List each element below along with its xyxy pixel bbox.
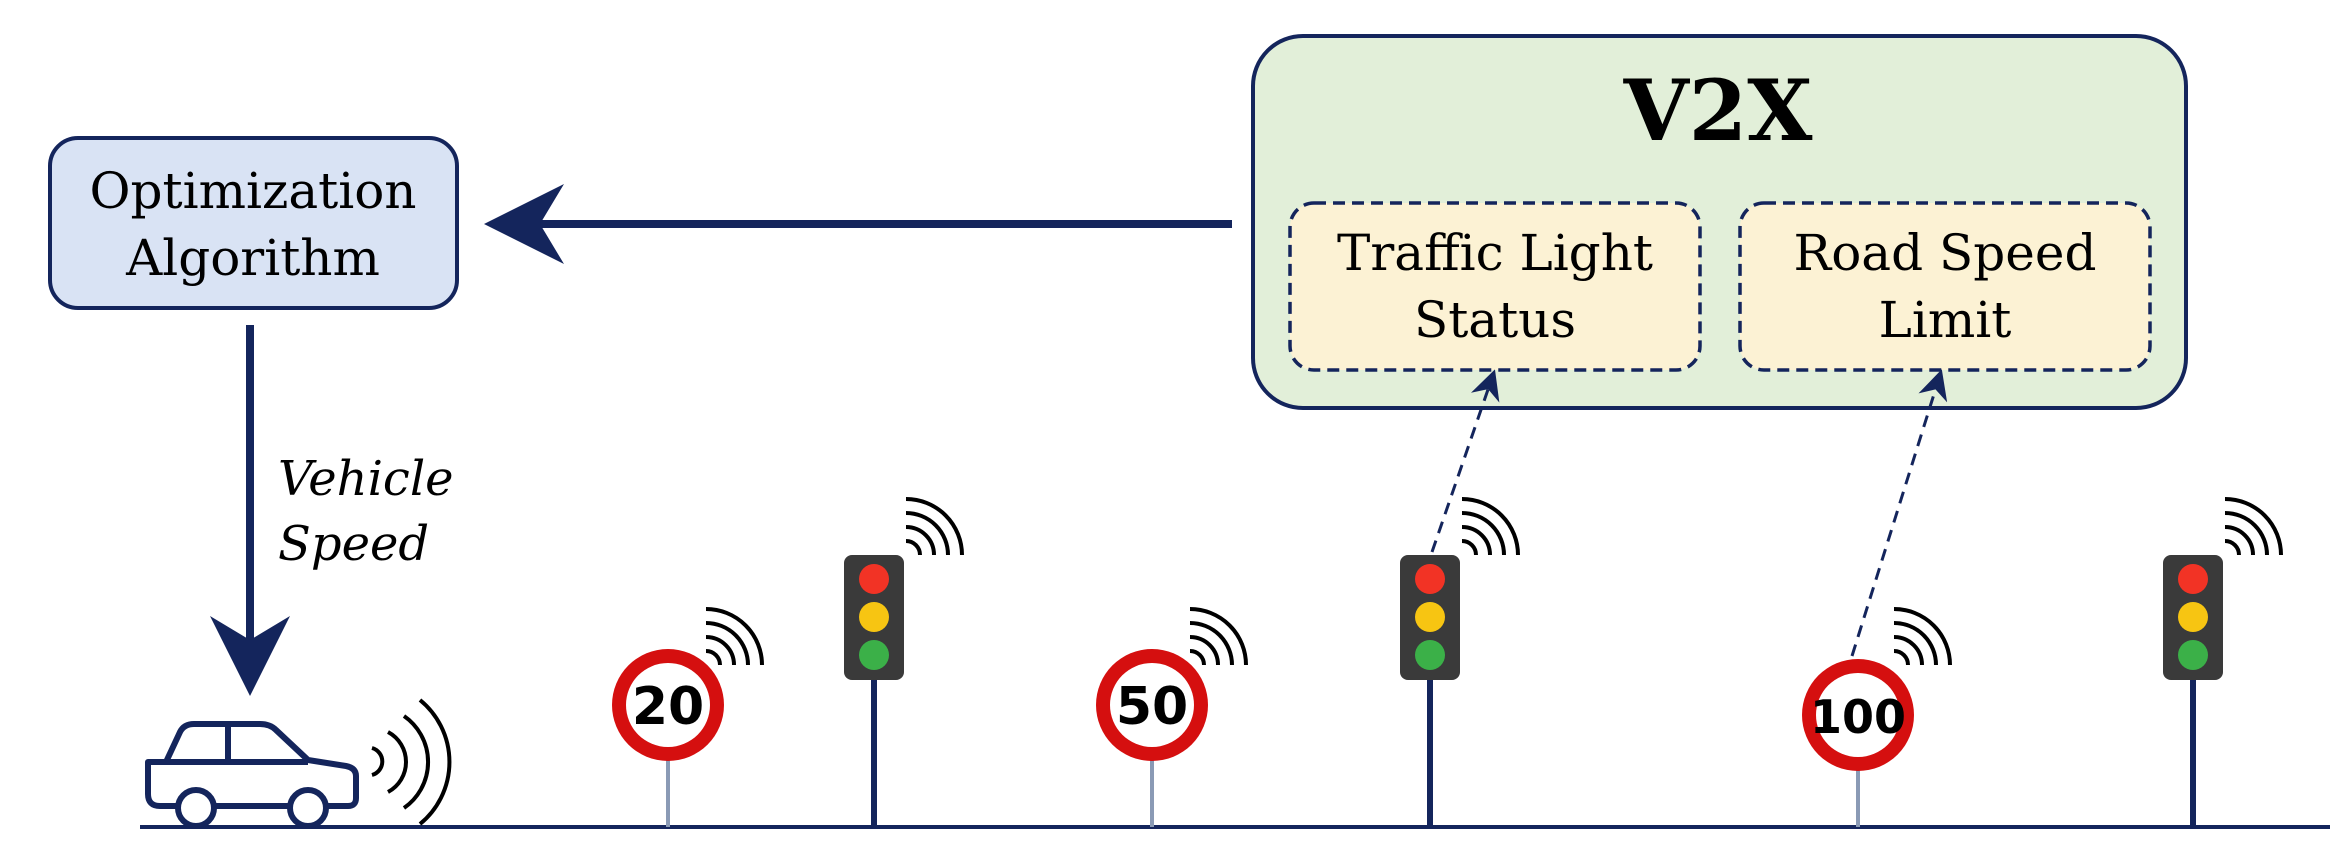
road-speed-limit-line2: Limit bbox=[1879, 291, 2012, 349]
traffic-light-status-line2: Status bbox=[1414, 291, 1576, 349]
traffic-light-to-v2x-arrow bbox=[1430, 369, 1500, 553]
vehicle-speed-line1: Vehicle bbox=[278, 451, 454, 507]
optimization-algorithm-box: Optimization Algorithm bbox=[48, 136, 459, 310]
traffic-light-2 bbox=[1400, 497, 1520, 827]
sign-20-signal-icon bbox=[704, 607, 764, 667]
road-speed-limit-line1: Road Speed bbox=[1794, 224, 2097, 282]
traffic-light-3-signal-icon bbox=[2223, 497, 2283, 557]
sign-50-signal-icon bbox=[1188, 607, 1248, 667]
v2x-title: V2X bbox=[1623, 61, 1814, 160]
speed-limit-sign-50: 50 bbox=[1096, 607, 1248, 827]
speed-limit-sign-100: 100 bbox=[1802, 607, 1952, 827]
traffic-light-1-signal-icon bbox=[904, 497, 964, 557]
traffic-light-1 bbox=[844, 497, 964, 827]
traffic-light-3 bbox=[2163, 497, 2283, 827]
sign-100-signal-icon bbox=[1892, 607, 1952, 667]
speed-limit-50-label: 50 bbox=[1116, 677, 1188, 737]
speed-limit-sign-20: 20 bbox=[612, 607, 764, 827]
v2x-box: V2X Traffic Light Status Road Speed Limi… bbox=[1251, 34, 2188, 410]
traffic-light-2-signal-icon bbox=[1460, 497, 1520, 557]
optimization-label-line2: Algorithm bbox=[125, 229, 380, 287]
speed-limit-100-label: 100 bbox=[1810, 690, 1906, 744]
speed-sign-to-v2x-arrow bbox=[1850, 369, 1948, 657]
car-signal-icon bbox=[371, 698, 452, 826]
road-speed-limit-box: Road Speed Limit bbox=[1738, 201, 2152, 372]
speed-limit-20-label: 20 bbox=[632, 677, 704, 737]
optimization-label-line1: Optimization bbox=[89, 162, 416, 220]
traffic-light-status-line1: Traffic Light bbox=[1337, 224, 1653, 282]
traffic-light-status-box: Traffic Light Status bbox=[1288, 201, 1702, 372]
car-icon bbox=[145, 721, 359, 829]
vehicle-speed-line2: Speed bbox=[278, 516, 429, 572]
